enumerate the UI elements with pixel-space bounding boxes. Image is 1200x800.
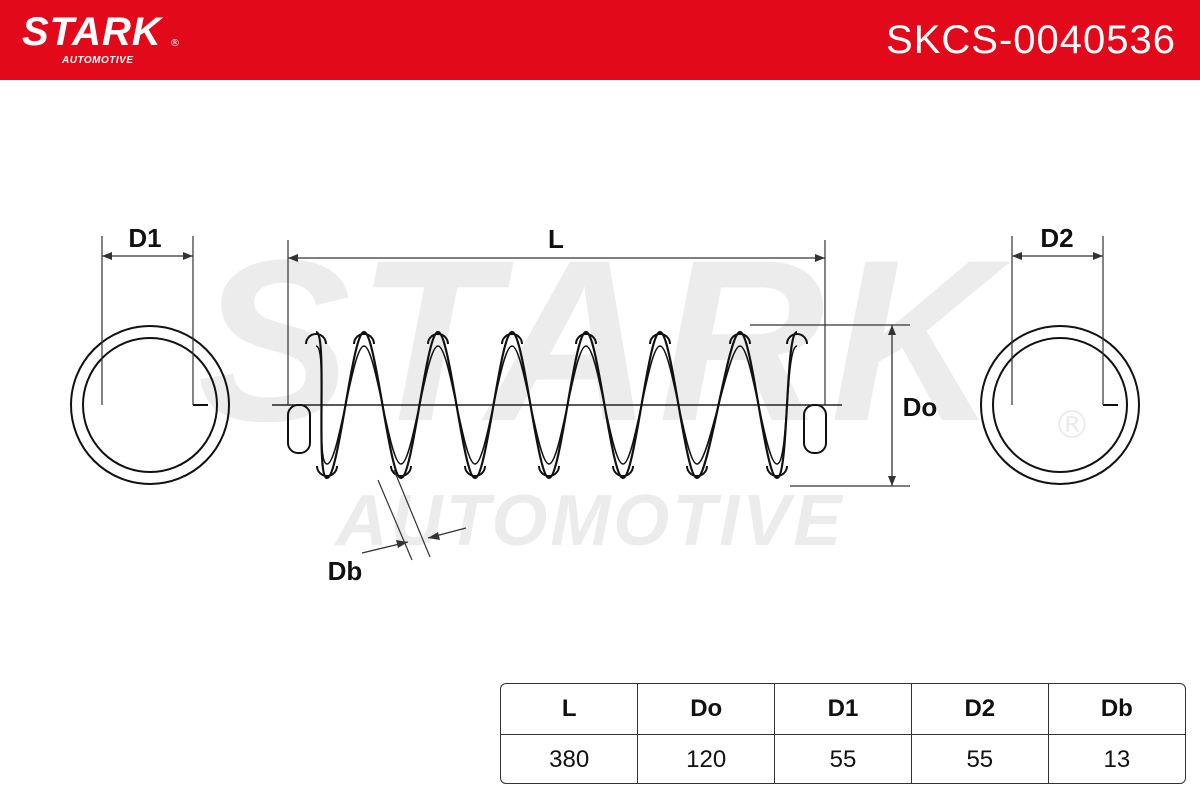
outer-diameter-dimension <box>750 324 910 487</box>
coil-outer-outline <box>314 330 799 480</box>
length-label: L <box>548 224 564 254</box>
coil-turn <box>766 465 788 477</box>
spec-table-header-row: L Do D1 D2 Db <box>501 684 1185 735</box>
header-bar: STARK ® AUTOMOTIVE SKCS-0040536 <box>0 0 1200 80</box>
spec-header-do: Do <box>637 684 775 735</box>
coil-turn <box>427 333 449 345</box>
spring-diagram: STARK AUTOMOTIVE ® D1 D2 L <box>70 212 1140 586</box>
coil-turn <box>390 465 412 477</box>
spec-table: L Do D1 D2 Db 380 120 55 55 13 <box>500 683 1186 784</box>
coil-turn <box>612 465 634 477</box>
brand-logo-subtitle: AUTOMOTIVE <box>62 55 134 66</box>
spec-value-d2: 55 <box>910 734 1049 783</box>
d2-dimension <box>1011 236 1104 405</box>
spec-value-d1: 55 <box>774 734 912 783</box>
spring-coils <box>305 330 808 480</box>
part-number: SKCS-0040536 <box>886 18 1176 62</box>
coil-turn <box>729 333 751 345</box>
coil-turn <box>316 465 338 477</box>
spec-value-do: 120 <box>637 734 775 783</box>
d2-label: D2 <box>1040 223 1073 253</box>
wire-diameter-label: Db <box>328 556 363 586</box>
spec-header-d2: D2 <box>910 684 1049 735</box>
wire-diameter-dimension <box>361 469 467 561</box>
coil-turn <box>353 333 375 345</box>
watermark-brand: STARK <box>197 212 1011 469</box>
registered-mark: ® <box>170 38 180 49</box>
d1-dimension <box>101 236 194 405</box>
coil-turn <box>305 333 327 345</box>
left-outer-ring <box>70 325 230 485</box>
watermark-subtitle: AUTOMOTIVE <box>334 481 845 561</box>
spec-value-l: 380 <box>549 745 590 773</box>
spec-header-l: L <box>501 684 638 735</box>
coil-inner-outline <box>315 345 798 465</box>
coil-turn <box>786 333 808 345</box>
spec-value-db: 13 <box>1047 734 1185 783</box>
coil-turn <box>464 465 486 477</box>
length-dimension <box>287 240 826 405</box>
coil-turn <box>538 465 560 477</box>
brand-logo-text: STARK <box>22 10 162 54</box>
left-inner-ring <box>82 337 218 473</box>
coil-turn <box>686 465 708 477</box>
coil-turn <box>649 333 671 345</box>
spec-header-d1: D1 <box>774 684 912 735</box>
spring-side-view <box>272 330 842 480</box>
coil-turn <box>575 333 597 345</box>
coil-turn <box>501 333 523 345</box>
d1-label: D1 <box>128 223 161 253</box>
right-inner-ring <box>992 337 1128 473</box>
right-end-view <box>980 325 1140 485</box>
spec-header-db: Db <box>1047 684 1185 735</box>
watermark-registered-mark: ® <box>1053 403 1091 447</box>
spec-table-value-row: 380 120 55 55 13 <box>501 734 1185 783</box>
spring-end-caps <box>287 404 827 454</box>
left-end-view <box>70 325 230 485</box>
spec-table-grid: L Do D1 D2 Db 380 120 55 55 13 <box>501 684 1185 783</box>
outer-diameter-label: Do <box>903 392 938 422</box>
right-outer-ring <box>980 325 1140 485</box>
